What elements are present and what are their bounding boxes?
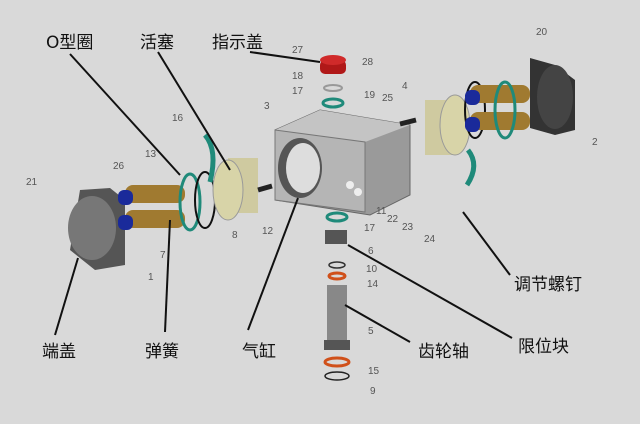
part-number: 11	[376, 206, 387, 217]
part-number: 8	[232, 230, 238, 241]
label-piston: 活塞	[140, 33, 174, 53]
part-number: 12	[262, 226, 274, 237]
part-number: 3	[264, 101, 270, 112]
part-number: 14	[367, 279, 379, 290]
end-cap-right	[530, 58, 575, 135]
part-number: 15	[368, 366, 380, 377]
part-number: 5	[368, 326, 374, 337]
o-ring-right-green	[493, 80, 517, 140]
part-number: 16	[172, 113, 184, 124]
pin-left	[257, 183, 273, 193]
piston-left	[212, 158, 258, 221]
part-number: 25	[382, 93, 394, 104]
part-number: 21	[26, 177, 38, 188]
label-indicator-cap: 指示盖	[212, 33, 263, 53]
part-number: 17	[364, 223, 376, 234]
label-end-cap: 端盖	[42, 342, 76, 362]
part-number: 27	[292, 45, 304, 56]
part-number: 10	[366, 264, 378, 275]
part-number: 28	[362, 57, 374, 68]
springs-left	[118, 185, 185, 230]
part-number: 6	[368, 246, 374, 257]
label-pinion-shaft: 齿轮轴	[418, 342, 469, 362]
part-number: 20	[536, 27, 548, 38]
label-limit-block: 限位块	[518, 337, 569, 357]
label-o-ring: O型圈	[46, 33, 94, 53]
pin-right	[399, 117, 417, 127]
part-number: 22	[387, 214, 399, 225]
pinion-shaft	[323, 211, 351, 381]
indicator-cap	[320, 55, 346, 109]
part-number: 1	[148, 272, 154, 283]
end-cap-left	[68, 188, 125, 270]
label-adjust-screw: 调节螺钉	[514, 275, 582, 295]
part-number: 26	[113, 161, 125, 172]
piston-right	[425, 94, 471, 156]
o-ring-left-green	[178, 172, 202, 232]
leader-lines	[54, 51, 513, 343]
part-number: 24	[424, 234, 436, 245]
part-number: 13	[145, 149, 157, 160]
label-spring: 弹簧	[145, 342, 179, 362]
part-number: 4	[402, 81, 408, 92]
cylinder-body	[274, 109, 411, 216]
part-number: 23	[402, 222, 414, 233]
part-number: 17	[292, 86, 304, 97]
part-number: 7	[160, 250, 166, 261]
part-number: 2	[592, 137, 598, 148]
part-number: 19	[364, 90, 376, 101]
guide-band-left	[203, 133, 216, 183]
guide-band-right	[464, 148, 477, 187]
o-ring-right-black	[464, 81, 486, 139]
part-number: 18	[292, 71, 304, 82]
label-cylinder: 气缸	[242, 342, 276, 362]
part-number: 9	[370, 386, 376, 397]
